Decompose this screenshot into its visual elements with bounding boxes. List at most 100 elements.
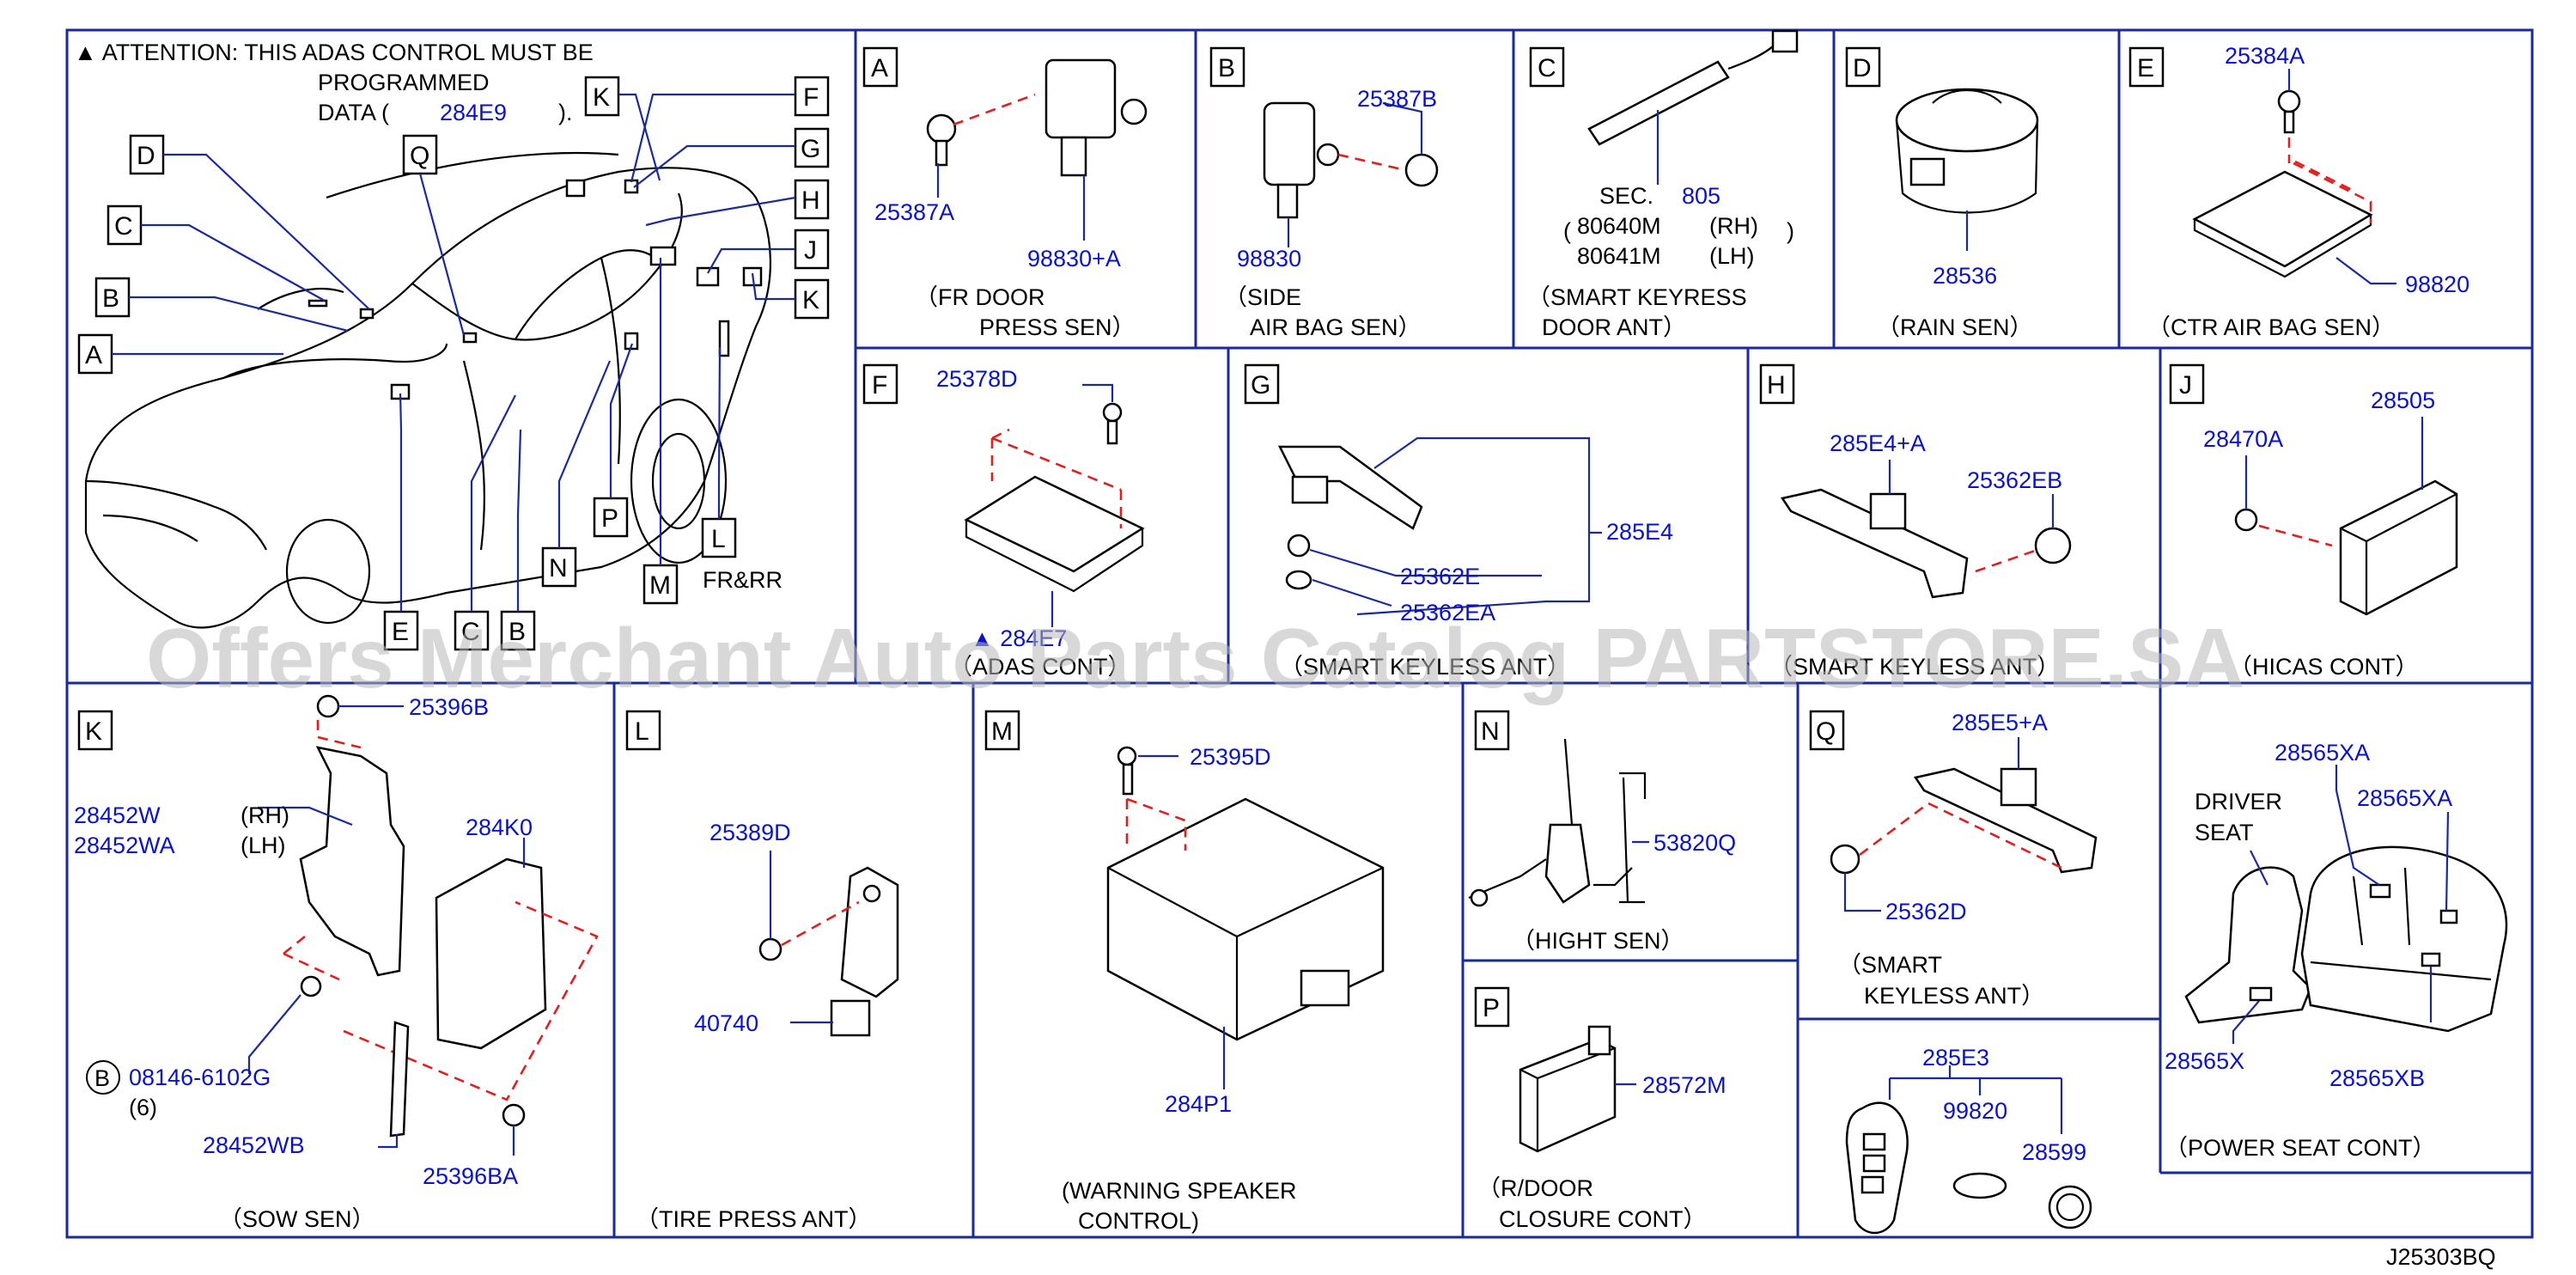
pn-284k0[interactable]: 284K0 bbox=[466, 814, 533, 840]
callout-l[interactable]: L bbox=[701, 517, 737, 558]
press-sensor-body bbox=[1044, 58, 1117, 139]
tire-pressure-antenna bbox=[840, 866, 899, 998]
seat-label: SEAT bbox=[2195, 820, 2254, 845]
panel-e: E 25384A 98820 （CTR AIR BAG SEN） bbox=[2128, 43, 2469, 340]
pn-284e7[interactable]: ▲ 284E7 bbox=[971, 625, 1067, 651]
callout-p[interactable]: P bbox=[593, 497, 629, 538]
pn-25362ea[interactable]: 25362EA bbox=[1400, 600, 1495, 625]
callout-k-side[interactable]: K bbox=[794, 278, 830, 320]
pn-28572m[interactable]: 28572M bbox=[1642, 1072, 1726, 1098]
callout-j[interactable]: J bbox=[794, 229, 830, 270]
pn-99820[interactable]: 99820 bbox=[1943, 1098, 2007, 1124]
pn-28565xb[interactable]: 28565XB bbox=[2329, 1065, 2425, 1091]
pn-98820[interactable]: 98820 bbox=[2405, 271, 2469, 297]
pn-25396ba[interactable]: 25396BA bbox=[423, 1163, 518, 1189]
adas-control-unit bbox=[964, 475, 1145, 573]
panel-c-letter: C bbox=[1538, 54, 1556, 82]
watermark: Offers Merchant Auto Parts Catalog PARTS… bbox=[146, 611, 2244, 705]
pn-28536[interactable]: 28536 bbox=[1933, 263, 1997, 289]
pn-285e3[interactable]: 285E3 bbox=[1922, 1045, 1989, 1071]
callout-b-bottom[interactable]: B bbox=[500, 610, 536, 651]
panel-b: B 25387B 98830 （SIDE AIR BAG SEN） bbox=[1209, 46, 1439, 340]
callout-q[interactable]: Q bbox=[402, 134, 438, 175]
pn-28452w[interactable]: 28452W bbox=[74, 802, 161, 828]
callout-h[interactable]: H bbox=[794, 179, 830, 220]
pn-25387a[interactable]: 25387A bbox=[874, 199, 954, 225]
panel-h: H 285E4+A 25362EB （SMART KEYLESS ANT） bbox=[1759, 363, 2072, 680]
svg-text:F: F bbox=[803, 83, 819, 112]
panel-key: 285E3 99820 28599 bbox=[1845, 1045, 2092, 1235]
sec-805[interactable]: 805 bbox=[1682, 183, 1720, 209]
callout-a[interactable]: A bbox=[77, 333, 113, 375]
pn-28599[interactable]: 28599 bbox=[2022, 1139, 2086, 1165]
callout-f[interactable]: F bbox=[794, 76, 830, 117]
bolt-28470a bbox=[2234, 508, 2258, 532]
panel-g-letter: G bbox=[1251, 371, 1270, 400]
pn-25378d[interactable]: 25378D bbox=[936, 366, 1018, 392]
svg-text:L: L bbox=[711, 525, 726, 553]
callout-b[interactable]: B bbox=[94, 277, 131, 318]
attention-line-3-prefix: DATA ( bbox=[318, 100, 389, 125]
svg-text:C: C bbox=[461, 618, 480, 646]
panel-l: L 25389D 40740 （TIRE PRESS ANT） bbox=[625, 710, 899, 1232]
caption-k: （SOW SEN） bbox=[219, 1206, 375, 1232]
pn-28505[interactable]: 28505 bbox=[2371, 387, 2435, 413]
pn-53820q[interactable]: 53820Q bbox=[1653, 830, 1736, 856]
callout-d[interactable]: D bbox=[129, 134, 165, 175]
pn-284p1[interactable]: 284P1 bbox=[1165, 1091, 1232, 1117]
pn-40740[interactable]: 40740 bbox=[694, 1010, 758, 1036]
panel-p-letter: P bbox=[1483, 994, 1500, 1022]
caption-b-1: （SIDE bbox=[1224, 284, 1301, 310]
pn-25362e[interactable]: 25362E bbox=[1400, 564, 1480, 589]
callout-k-top[interactable]: K bbox=[584, 76, 620, 117]
panel-a-letter: A bbox=[871, 54, 888, 82]
pn-25362d[interactable]: 25362D bbox=[1885, 899, 1967, 924]
pn-80640m[interactable]: 80640M bbox=[1577, 213, 1661, 239]
callout-n[interactable]: N bbox=[541, 546, 577, 588]
callout-c[interactable]: C bbox=[107, 204, 143, 246]
pn-98830[interactable]: 98830 bbox=[1237, 246, 1301, 271]
pn-08146-6102g[interactable]: 08146-6102G bbox=[129, 1065, 271, 1090]
clip-25362eb bbox=[2034, 527, 2072, 564]
pn-28565x[interactable]: 28565X bbox=[2165, 1048, 2244, 1074]
pn-80641m[interactable]: 80641M bbox=[1577, 243, 1661, 269]
panel-q-letter: Q bbox=[1816, 717, 1836, 746]
bolt-25395d bbox=[1117, 746, 1137, 766]
pn-285e5-a[interactable]: 285E5+A bbox=[1952, 710, 2048, 735]
pn-25362eb[interactable]: 25362EB bbox=[1967, 467, 2062, 493]
qty-6: (6) bbox=[129, 1095, 157, 1120]
pn-28565xa-1[interactable]: 28565XA bbox=[2275, 740, 2370, 766]
caption-a-1: （FR DOOR bbox=[915, 284, 1045, 310]
pn-285e4-a[interactable]: 285E4+A bbox=[1830, 430, 1926, 456]
callout-m[interactable]: M bbox=[642, 564, 679, 605]
pn-25389d[interactable]: 25389D bbox=[709, 820, 791, 845]
caption-seat: （POWER SEAT CONT） bbox=[2165, 1135, 2436, 1161]
driver-label: DRIVER bbox=[2195, 789, 2282, 814]
pn-25384a[interactable]: 25384A bbox=[2225, 43, 2305, 69]
callout-g[interactable]: G bbox=[794, 127, 830, 168]
driver-seat bbox=[2184, 866, 2312, 1024]
fr-rr-label: FR&RR bbox=[703, 567, 783, 593]
rear-seat bbox=[2300, 845, 2508, 1033]
pn-28452wb[interactable]: 28452WB bbox=[203, 1132, 305, 1158]
bolt-symbol-circle bbox=[86, 1060, 120, 1095]
overview-panel: ▲ ATTENTION: THIS ADAS CONTROL MUST BE P… bbox=[74, 40, 830, 651]
bracket-28452wb bbox=[389, 1021, 410, 1138]
nut-25396ba bbox=[502, 1103, 526, 1127]
caption-p-1: （R/DOOR bbox=[1477, 1175, 1593, 1201]
nut-25387b bbox=[1404, 153, 1439, 187]
pn-285e4[interactable]: 285E4 bbox=[1606, 519, 1673, 545]
attention-adas-code[interactable]: 284E9 bbox=[440, 100, 507, 125]
bolt-25378d bbox=[1102, 402, 1123, 423]
height-sensor bbox=[1544, 823, 1591, 904]
pn-25395d[interactable]: 25395D bbox=[1190, 744, 1271, 770]
pn-98830-a[interactable]: 98830+A bbox=[1027, 246, 1121, 271]
pn-28452wa[interactable]: 28452WA bbox=[74, 833, 175, 858]
car-illustration bbox=[84, 151, 772, 629]
pn-25387b[interactable]: 25387B bbox=[1357, 86, 1437, 112]
side-airbag-sensor bbox=[1263, 101, 1316, 186]
pn-25396b[interactable]: 25396B bbox=[409, 694, 489, 720]
keyless-antenna-h bbox=[1780, 488, 1969, 599]
pn-28565xa-2[interactable]: 28565XA bbox=[2357, 785, 2452, 811]
pn-28470a[interactable]: 28470A bbox=[2203, 426, 2283, 452]
